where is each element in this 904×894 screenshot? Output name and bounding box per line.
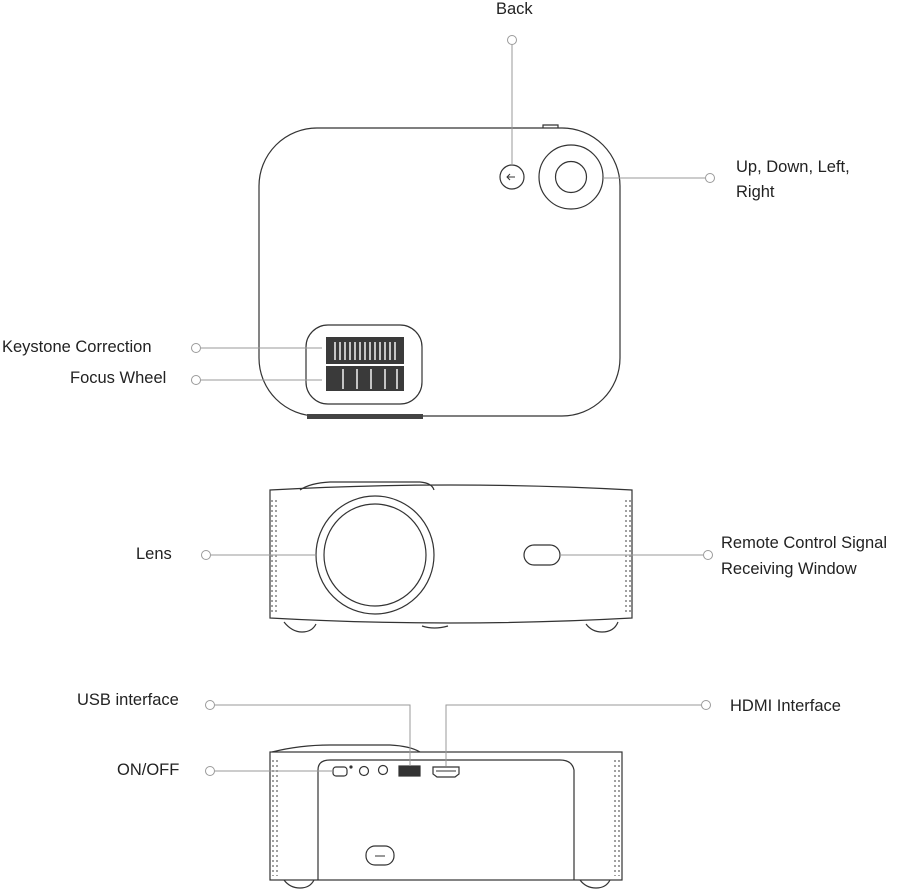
front-view [269, 481, 633, 633]
top-view-body [258, 127, 621, 417]
hdmi-port-icon [432, 766, 460, 778]
label-keystone: Keystone Correction [2, 338, 152, 356]
label-lens: Lens [136, 545, 172, 563]
label-remote-line1: Remote Control Signal [721, 534, 887, 552]
label-direction-line2: Right [736, 183, 775, 201]
usb-port-icon [398, 765, 421, 777]
label-power: ON/OFF [117, 761, 180, 779]
power-button-icon [332, 766, 348, 777]
top-view [258, 124, 621, 419]
label-remote-line2: Receiving Window [721, 560, 857, 578]
label-hdmi: HDMI Interface [730, 697, 841, 715]
label-usb: USB interface [77, 691, 179, 709]
back-view [269, 744, 623, 889]
jack-icon [358, 765, 370, 777]
direction-pad-icon [538, 144, 604, 210]
keystone-wheel-icon [326, 337, 404, 364]
back-panel [317, 759, 575, 880]
front-view-body [269, 484, 633, 624]
label-focus: Focus Wheel [70, 369, 167, 387]
leader-lines [191, 35, 715, 776]
ir-window-icon [523, 544, 561, 566]
label-back: Back [496, 0, 533, 18]
focus-wheel-icon [326, 366, 404, 391]
wheel-housing [305, 324, 423, 405]
lens-icon [315, 495, 435, 615]
label-direction-line1: Up, Down, Left, [736, 158, 850, 176]
